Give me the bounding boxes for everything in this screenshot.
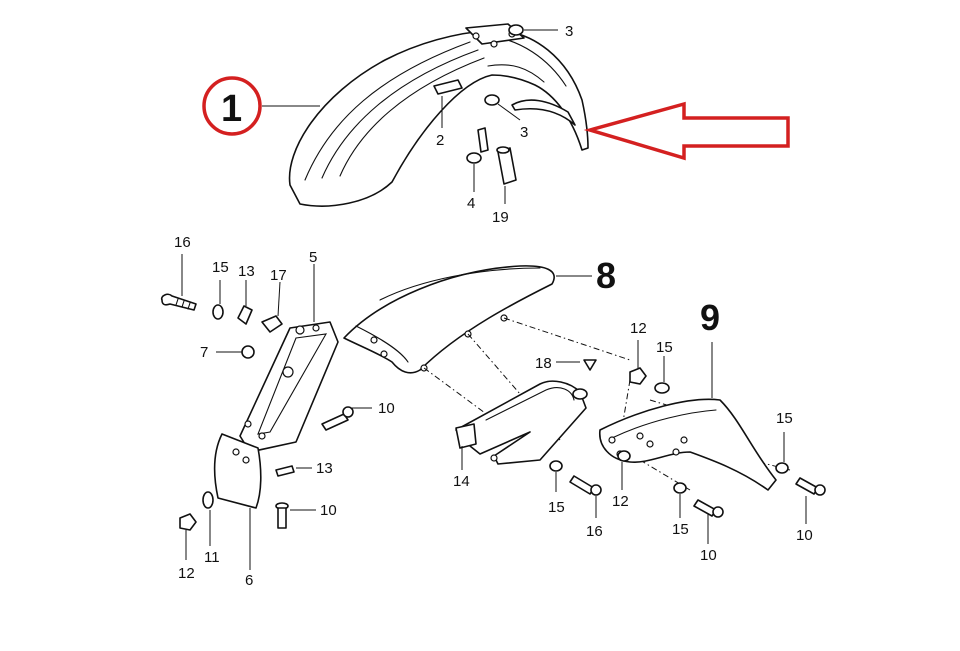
label-17: 17 [270, 267, 287, 284]
hugger-9 [599, 398, 777, 491]
bolt-16-right [569, 475, 602, 496]
spacer-17 [261, 315, 283, 333]
label-15-left: 15 [212, 259, 229, 276]
washer-15-far-right [775, 462, 789, 474]
label-13-lower: 13 [316, 460, 333, 477]
label-12-mid: 12 [630, 320, 647, 337]
plug-18 [583, 359, 597, 371]
label-15-low: 15 [548, 499, 565, 516]
bolt-10-right-low [693, 499, 724, 518]
label-10-right-low: 10 [700, 547, 717, 564]
bolt-10-lower [275, 502, 289, 529]
label-3-top: 3 [565, 23, 573, 40]
leader-lines-top [262, 29, 558, 204]
label-7: 7 [200, 344, 208, 361]
callout-label: 1 [221, 88, 242, 130]
label-10-far-right: 10 [796, 527, 813, 544]
washer-15-mid [654, 382, 670, 394]
label-3-mid: 3 [520, 124, 528, 141]
red-arrow-icon [583, 101, 790, 161]
nut-12-left [179, 513, 197, 531]
washer-15-left [212, 304, 224, 320]
nut-12-mid [629, 367, 647, 385]
label-16-right: 16 [586, 523, 603, 540]
label-5: 5 [309, 249, 317, 266]
label-14: 14 [453, 473, 470, 490]
grommet-13-left [237, 305, 253, 325]
label-12-left: 12 [178, 565, 195, 582]
label-2: 2 [436, 132, 444, 149]
label-9: 9 [700, 297, 720, 338]
label-15-mid: 15 [656, 339, 673, 356]
label-13-left: 13 [238, 263, 255, 280]
bolt-16-left [160, 293, 197, 311]
bracket-14 [455, 380, 588, 465]
label-4: 4 [467, 195, 475, 212]
leader-lines-rear [181, 254, 807, 570]
label-10-lower: 10 [320, 502, 337, 519]
plate-5 [239, 321, 339, 453]
mudflap-6 [213, 433, 262, 509]
label-6: 6 [245, 572, 253, 589]
spring-13 [275, 465, 295, 477]
front-fender [288, 23, 589, 207]
washer-15-right-low [673, 482, 687, 494]
label-12-right: 12 [612, 493, 629, 510]
washer-15-low [549, 460, 563, 472]
bolt-10-upper [321, 406, 354, 431]
nut-12-right [617, 450, 631, 462]
label-8: 8 [596, 255, 616, 296]
label-15-right-low: 15 [672, 521, 689, 538]
label-19: 19 [492, 209, 509, 226]
label-15-far-right: 15 [776, 410, 793, 427]
callout-circle [202, 76, 262, 136]
label-16-left: 16 [174, 234, 191, 251]
rear-fender-8 [343, 265, 555, 374]
washer-11 [202, 491, 214, 509]
label-10-upper: 10 [378, 400, 395, 417]
label-18: 18 [535, 355, 552, 372]
label-11: 11 [204, 549, 220, 566]
bolt-10-far-right [795, 477, 826, 496]
plug-7 [241, 345, 255, 359]
